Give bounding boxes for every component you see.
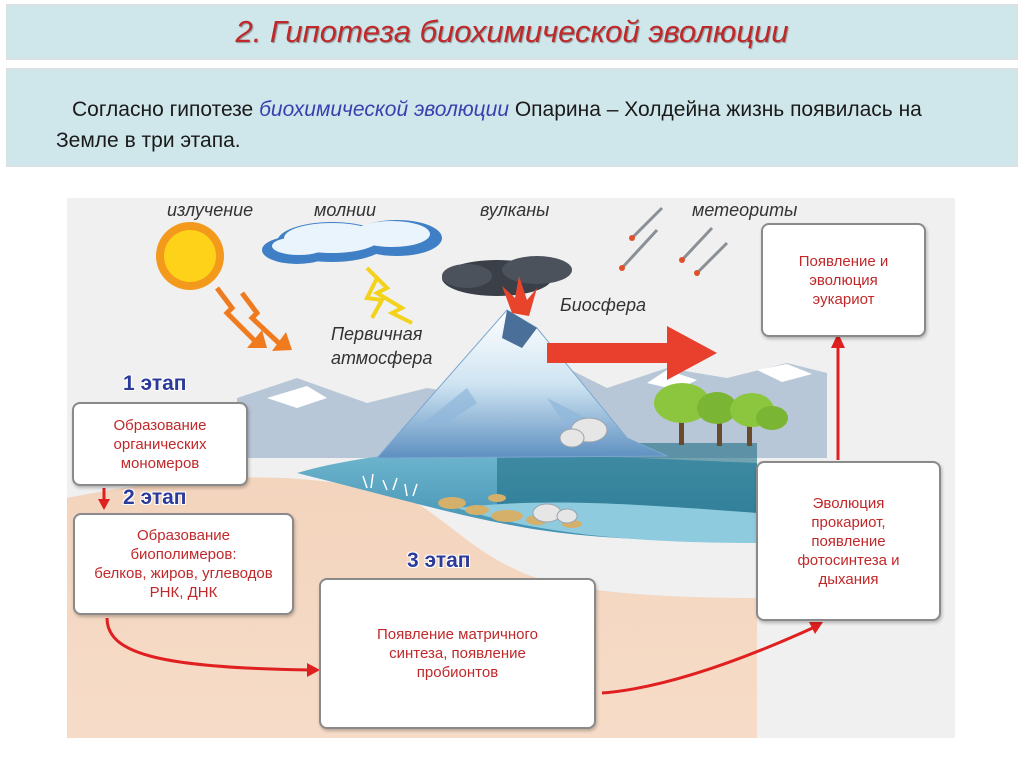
lake-light [457, 502, 757, 543]
box-prokaryotes-text: Эволюция прокариот, появление фотосинтез… [797, 494, 900, 588]
label-radiation: излучение [167, 200, 254, 220]
lightning [363, 266, 413, 325]
eruption [442, 256, 572, 316]
flow-arrowhead-prokaryotes [809, 622, 823, 634]
label-meteorites: метеориты [692, 200, 798, 220]
intro-emphasis: биохимической эволюции [259, 98, 510, 121]
stage-1-label: 1 этап [123, 372, 187, 395]
label-biosphere: Биосфера [560, 295, 647, 315]
label-volcanoes: вулканы [480, 200, 550, 220]
radiation-arrows [215, 286, 284, 348]
intro-suffix: Опарина – Холдейна жизнь появилась на Зе… [56, 98, 922, 152]
flow-arrowhead-eukaryotes [831, 333, 845, 348]
intro-text: Согласно гипотезе биохимической эволюции… [56, 94, 976, 156]
flow-arrows [102, 343, 840, 695]
biosphere-arrow [547, 326, 717, 380]
box-biopolymers-text: Образование биополимеров: белков, жиров,… [94, 527, 273, 601]
box-biopolymers: Образование биополимеров: белков, жиров,… [73, 513, 294, 615]
sun [156, 222, 224, 290]
flow-arrowhead-matrix [307, 663, 320, 677]
flow-arrowhead-stage2 [98, 499, 110, 510]
title-bar: 2. Гипотеза биохимической эволюции [6, 4, 1018, 60]
meteorite-heads [619, 235, 700, 276]
box-organic-monomers: Образование органических мономеров [72, 402, 248, 486]
slide-title: 2. Гипотеза биохимической эволюции [235, 14, 789, 49]
box-eukaryotes-text: Появление и эволюция эукариот [798, 252, 889, 308]
stage-3-label: 3 этап [407, 549, 471, 572]
intro-prefix: Согласно гипотезе [72, 98, 260, 121]
box-organic-monomers-text: Образование органических мономеров [113, 416, 207, 472]
box-eukaryotes: Появление и эволюция эукариот [761, 223, 926, 337]
trees [654, 383, 788, 446]
cloud [262, 220, 442, 264]
label-lightning: молнии [314, 200, 377, 220]
box-matrix-synthesis-text: Появление матричного синтеза, появление … [377, 626, 538, 681]
radiation-arrowhead-2 [272, 332, 292, 351]
radiation-arrowhead-1 [247, 330, 267, 348]
stage-2-label: 2 этап [123, 486, 187, 509]
grass [362, 473, 418, 497]
box-prokaryotes: Эволюция прокариот, появление фотосинтез… [756, 461, 941, 621]
intro-box: Согласно гипотезе биохимической эволюции… [6, 68, 1018, 167]
steam [532, 417, 608, 524]
box-matrix-synthesis: Появление матричного синтеза, появление … [319, 578, 596, 729]
label-primary-atmosphere: Первичная атмосфера [331, 324, 433, 368]
meteorites [620, 206, 729, 275]
